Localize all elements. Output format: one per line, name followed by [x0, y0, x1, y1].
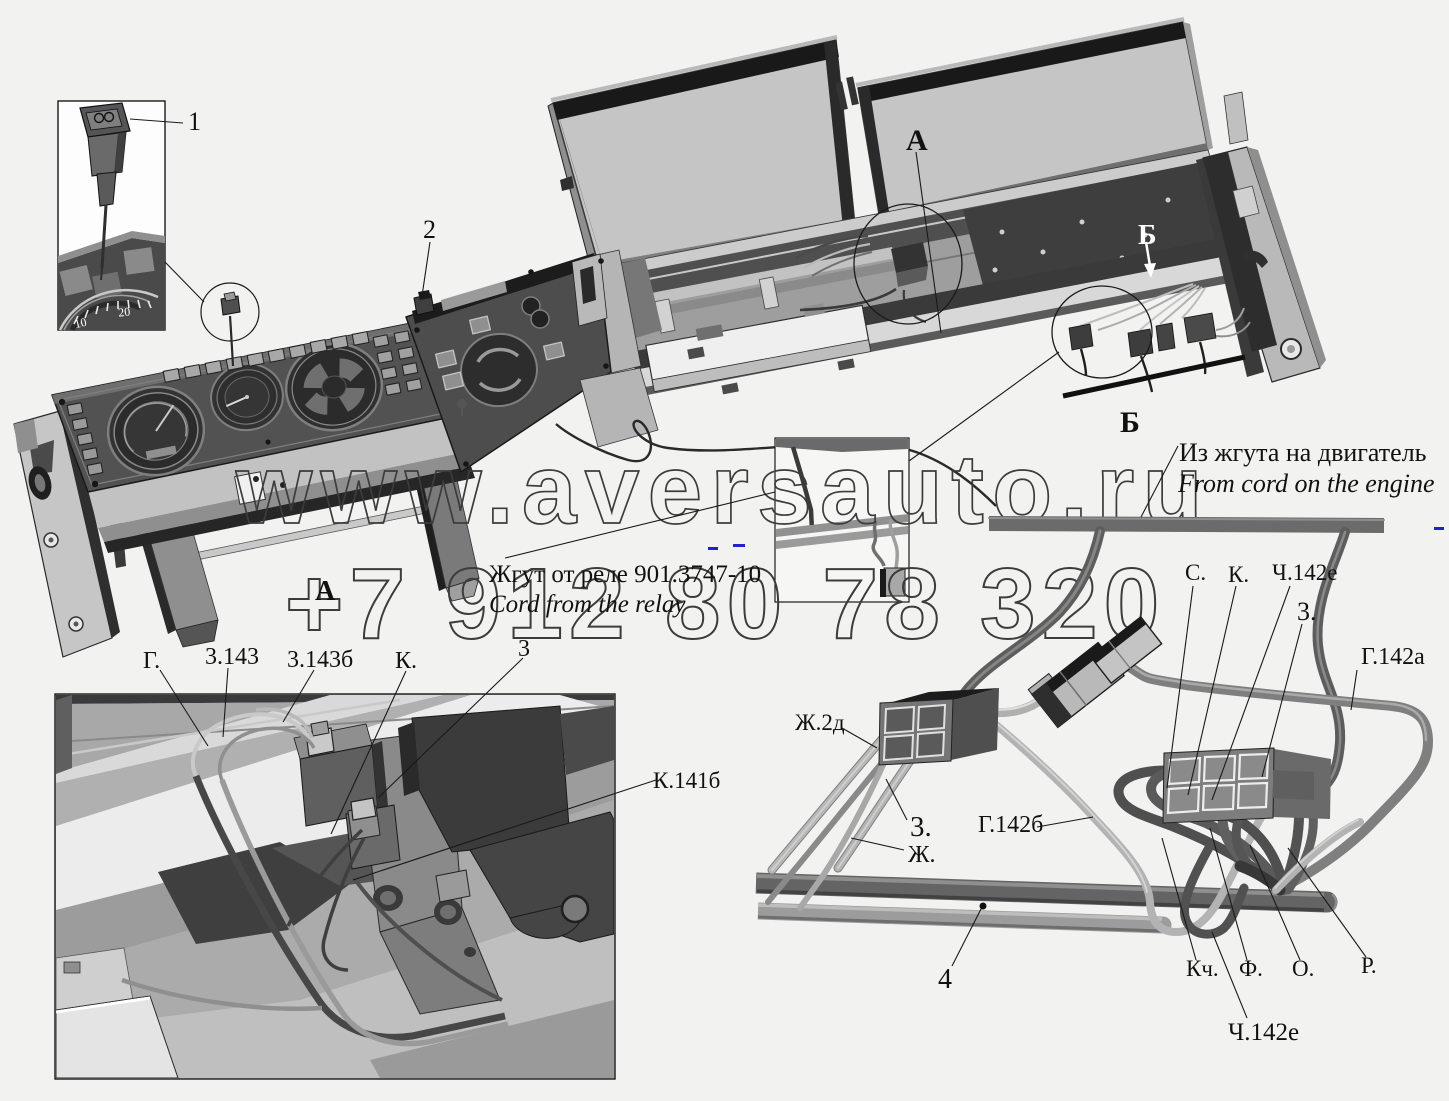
svg-text:20: 20	[118, 304, 131, 319]
svg-text:Жгут от реле 901.3747-10: Жгут от реле 901.3747-10	[489, 561, 761, 588]
svg-text:Р.: Р.	[1361, 953, 1377, 978]
svg-text:3.: 3.	[910, 811, 932, 843]
svg-text:К.: К.	[1228, 562, 1249, 587]
svg-text:Б: Б	[1138, 220, 1157, 251]
svg-text:Cord from the relay: Cord from the relay	[489, 591, 686, 618]
svg-text:2: 2	[423, 215, 436, 244]
svg-text:Ж.2д: Ж.2д	[795, 710, 845, 735]
svg-text:3.143б: 3.143б	[287, 647, 353, 673]
svg-text:К.: К.	[395, 648, 417, 674]
svg-text:Из жгута на двигатель: Из жгута на двигатель	[1179, 438, 1427, 467]
svg-text:+7 912 80 78 320: +7 912 80 78 320	[285, 548, 1166, 660]
svg-text:3.143: 3.143	[205, 644, 259, 670]
svg-text:Ч.142е: Ч.142е	[1272, 560, 1337, 585]
svg-text:О.: О.	[1292, 956, 1314, 981]
svg-text:10: 10	[73, 315, 88, 331]
svg-text:С.: С.	[1185, 560, 1206, 585]
svg-text:А: А	[906, 124, 928, 157]
svg-text:Б: Б	[1120, 406, 1140, 439]
svg-text:From cord on the engine: From cord on the engine	[1177, 469, 1435, 498]
svg-text:Кч.: Кч.	[1186, 956, 1219, 981]
svg-text:Г.: Г.	[143, 648, 160, 674]
svg-text:А: А	[315, 576, 336, 607]
svg-text:Г.142а: Г.142а	[1361, 644, 1425, 670]
svg-text:1: 1	[188, 107, 201, 136]
svg-text:К.141б: К.141б	[653, 768, 720, 793]
svg-text:3.: 3.	[1297, 597, 1317, 626]
svg-text:Ф.: Ф.	[1239, 956, 1263, 981]
svg-text:Ж.: Ж.	[908, 842, 936, 868]
svg-text:3: 3	[518, 636, 530, 662]
svg-text:Г.142б: Г.142б	[978, 812, 1043, 838]
svg-text:Ч.142е: Ч.142е	[1228, 1019, 1299, 1046]
svg-text:4: 4	[938, 964, 952, 995]
